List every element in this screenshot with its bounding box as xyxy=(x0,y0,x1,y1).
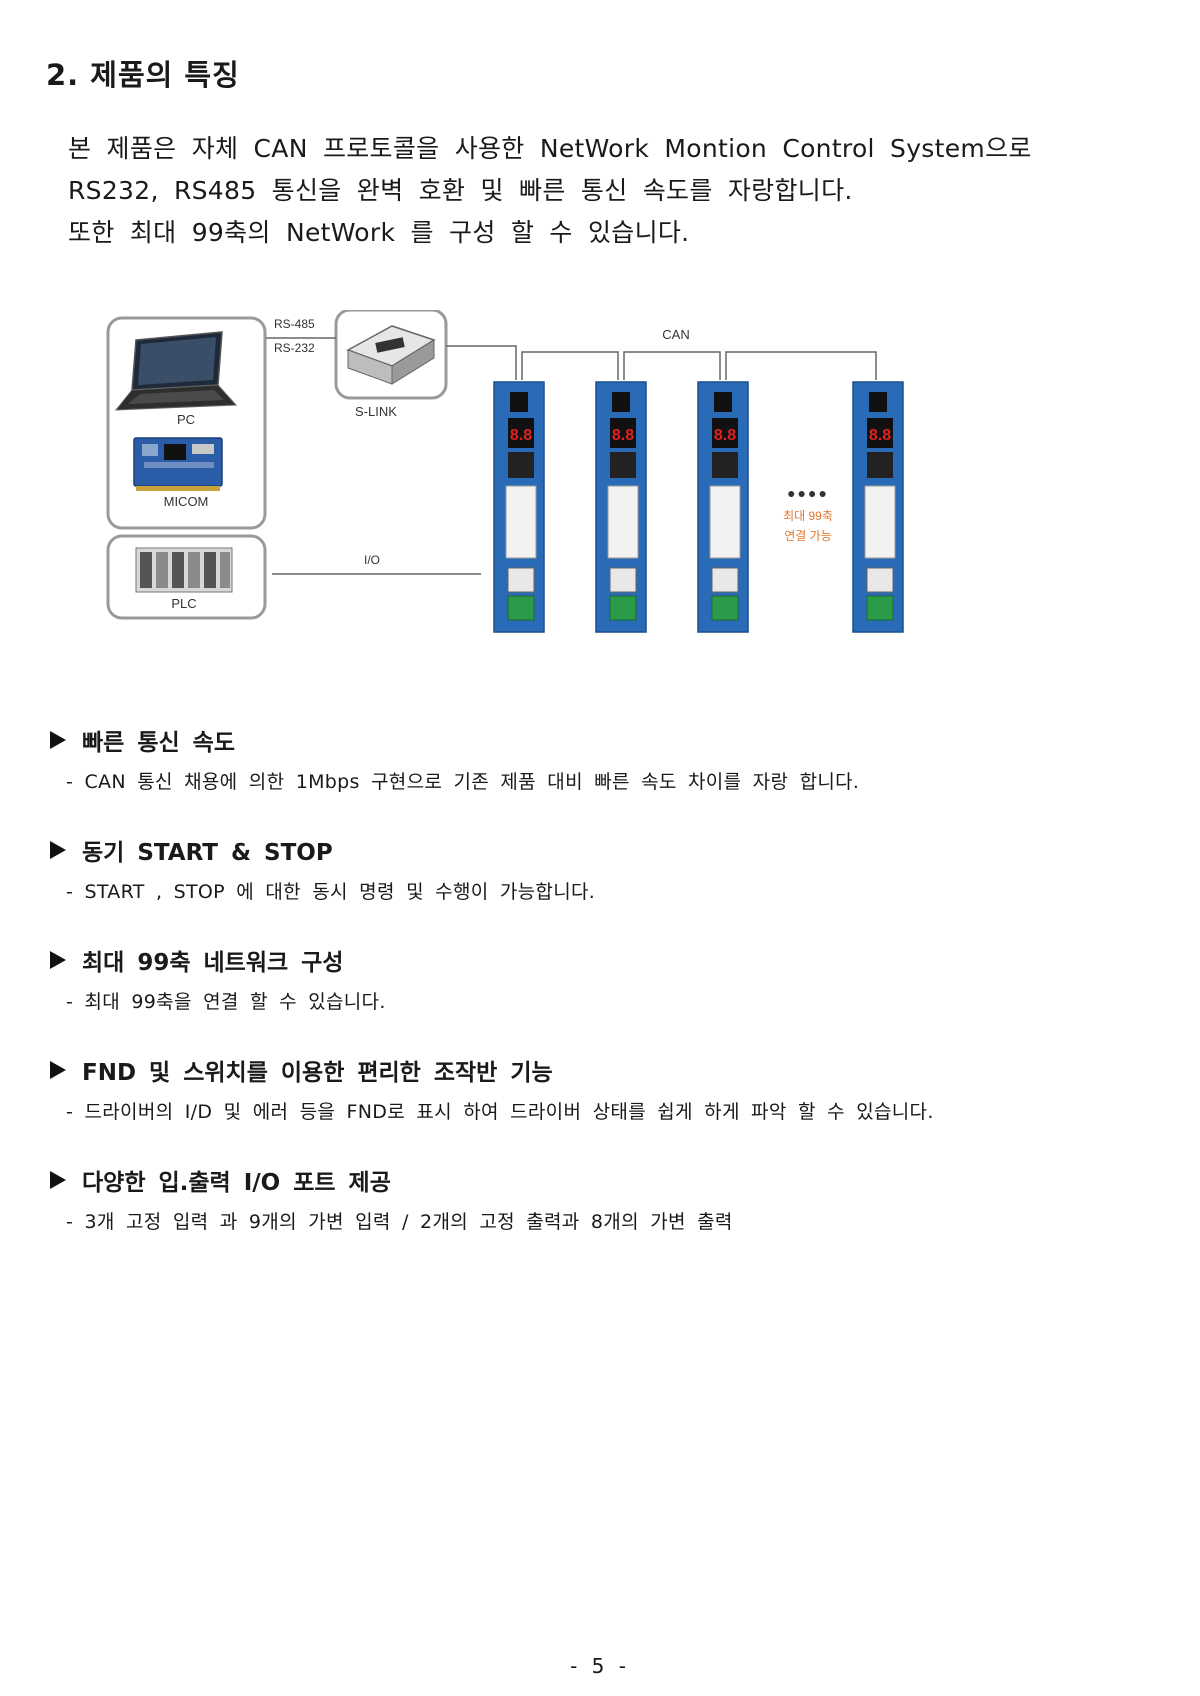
micom-label: MICOM xyxy=(164,494,209,509)
pc-label: PC xyxy=(177,412,195,427)
network-diagram: PC MICOM PLC S-LINK RS-485 RS-232 I/O CA… xyxy=(106,310,904,633)
triangle-bullet-icon xyxy=(50,1061,66,1079)
feature-heading: FND 및 스위치를 이용한 편리한 조작반 기능 xyxy=(50,1053,934,1087)
feature-heading: 최대 99축 네트워크 구성 xyxy=(50,943,386,977)
can-bus-line xyxy=(521,351,619,380)
section-title: 2. 제품의 특징 xyxy=(46,58,240,92)
can-label: CAN xyxy=(662,327,689,342)
feature-section: 빠른 통신 속도 - CAN 통신 채용에 의한 1Mbps 구현으로 기존 제… xyxy=(50,723,859,794)
driver-unit: 8.8 xyxy=(595,381,647,633)
feature-heading-text: 다양한 입.출력 I/O 포트 제공 xyxy=(82,1170,391,1196)
triangle-bullet-icon xyxy=(50,951,66,969)
feature-section: 동기 START & STOP - START , STOP 에 대한 동시 명… xyxy=(50,833,595,904)
intro-line: RS232, RS485 통신을 완벽 호환 및 빠른 통신 속도를 자랑합니다… xyxy=(68,176,853,205)
rs485-label: RS-485 xyxy=(274,317,315,331)
feature-description: - 3개 고정 입력 과 9개의 가변 입력 / 2개의 고정 출력과 8개의 … xyxy=(66,1211,733,1233)
plc-icon xyxy=(135,547,233,593)
can-bus-line xyxy=(446,345,517,380)
driver-unit: 8.8 xyxy=(493,381,545,633)
triangle-bullet-icon xyxy=(50,731,66,749)
intro-line: 또한 최대 99축의 NetWork 를 구성 할 수 있습니다. xyxy=(68,218,690,247)
fnd-display: 8.8 xyxy=(612,427,634,444)
fnd-display: 8.8 xyxy=(714,427,736,444)
feature-heading-text: 빠른 통신 속도 xyxy=(82,730,235,756)
micom-board-icon xyxy=(133,437,223,491)
intro-line: 본 제품은 자체 CAN 프로토콜을 사용한 NetWork Montion C… xyxy=(68,134,1032,163)
feature-section: 다양한 입.출력 I/O 포트 제공 - 3개 고정 입력 과 9개의 가변 입… xyxy=(50,1163,733,1234)
max-axes-note: 최대 99축 xyxy=(783,509,833,523)
can-bus-line xyxy=(623,351,721,380)
fnd-display: 8.8 xyxy=(510,427,532,444)
feature-heading-text: 최대 99축 네트워크 구성 xyxy=(82,950,344,976)
can-bus-line xyxy=(725,351,877,380)
slink-device-icon xyxy=(346,325,436,385)
rs232-label: RS-232 xyxy=(274,341,315,355)
feature-heading: 빠른 통신 속도 xyxy=(50,723,859,757)
driver-unit: 8.8 xyxy=(852,381,904,633)
max-axes-note: 연결 가능 xyxy=(784,529,832,543)
fnd-display: 8.8 xyxy=(869,427,891,444)
more-drivers-dots: ●●●● xyxy=(787,485,829,501)
triangle-bullet-icon xyxy=(50,1171,66,1189)
feature-description: - 최대 99축을 연결 할 수 있습니다. xyxy=(66,991,386,1013)
feature-heading: 동기 START & STOP xyxy=(50,833,595,867)
feature-heading: 다양한 입.출력 I/O 포트 제공 xyxy=(50,1163,733,1197)
page-number: - 5 - xyxy=(570,1654,630,1678)
driver-unit: 8.8 xyxy=(697,381,749,633)
feature-section: 최대 99축 네트워크 구성 - 최대 99축을 연결 할 수 있습니다. xyxy=(50,943,386,1014)
slink-label: S-LINK xyxy=(355,404,397,419)
feature-description: - CAN 통신 채용에 의한 1Mbps 구현으로 기존 제품 대비 빠른 속… xyxy=(66,771,860,793)
triangle-bullet-icon xyxy=(50,841,66,859)
feature-description: - START , STOP 에 대한 동시 명령 및 수행이 가능합니다. xyxy=(66,881,596,903)
feature-heading-text: FND 및 스위치를 이용한 편리한 조작반 기능 xyxy=(82,1060,553,1086)
feature-description: - 드라이버의 I/D 및 에러 등을 FND로 표시 하여 드라이버 상태를 … xyxy=(66,1101,934,1123)
feature-section: FND 및 스위치를 이용한 편리한 조작반 기능 - 드라이버의 I/D 및 … xyxy=(50,1053,934,1124)
feature-heading-text: 동기 START & STOP xyxy=(82,840,333,866)
io-label: I/O xyxy=(364,553,380,567)
intro-paragraph: 본 제품은 자체 CAN 프로토콜을 사용한 NetWork Montion C… xyxy=(68,128,1032,254)
laptop-icon xyxy=(114,331,238,411)
plc-label: PLC xyxy=(171,596,196,611)
